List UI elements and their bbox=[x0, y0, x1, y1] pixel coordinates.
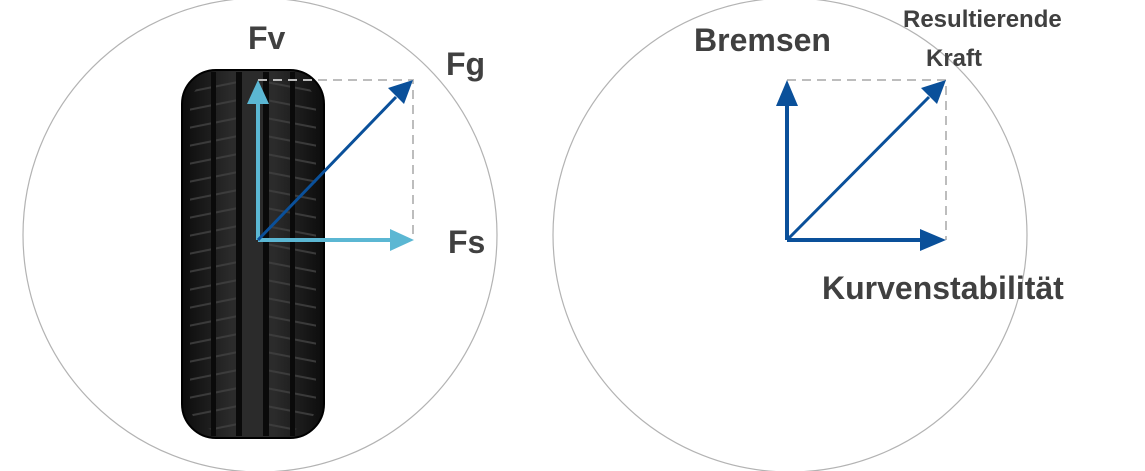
cornering-label: Kurvenstabilität bbox=[822, 270, 1064, 306]
right-diagram bbox=[552, 0, 1028, 471]
fg-label: Fg bbox=[446, 46, 486, 82]
fv-label: Fv bbox=[248, 20, 286, 56]
cornering-arrowhead bbox=[920, 229, 946, 251]
tire-image bbox=[181, 69, 325, 439]
left-boundary-circle bbox=[22, 0, 498, 471]
resultant-force-label-line2: Kraft bbox=[926, 45, 983, 72]
fg-arrowhead bbox=[388, 80, 413, 104]
fv-arrowhead bbox=[247, 80, 269, 104]
fg-arrow bbox=[256, 95, 398, 242]
fs-label: Fs bbox=[448, 224, 486, 260]
resultant-arrow bbox=[785, 95, 931, 242]
fs-arrowhead bbox=[390, 229, 414, 251]
braking-label: Bremsen bbox=[694, 22, 831, 58]
left-diagram bbox=[22, 0, 498, 471]
braking-arrowhead bbox=[776, 80, 798, 106]
right-boundary-circle bbox=[552, 0, 1028, 471]
resultant-arrowhead bbox=[921, 80, 946, 104]
resultant-force-label-line1: Resultierende bbox=[903, 6, 1062, 33]
